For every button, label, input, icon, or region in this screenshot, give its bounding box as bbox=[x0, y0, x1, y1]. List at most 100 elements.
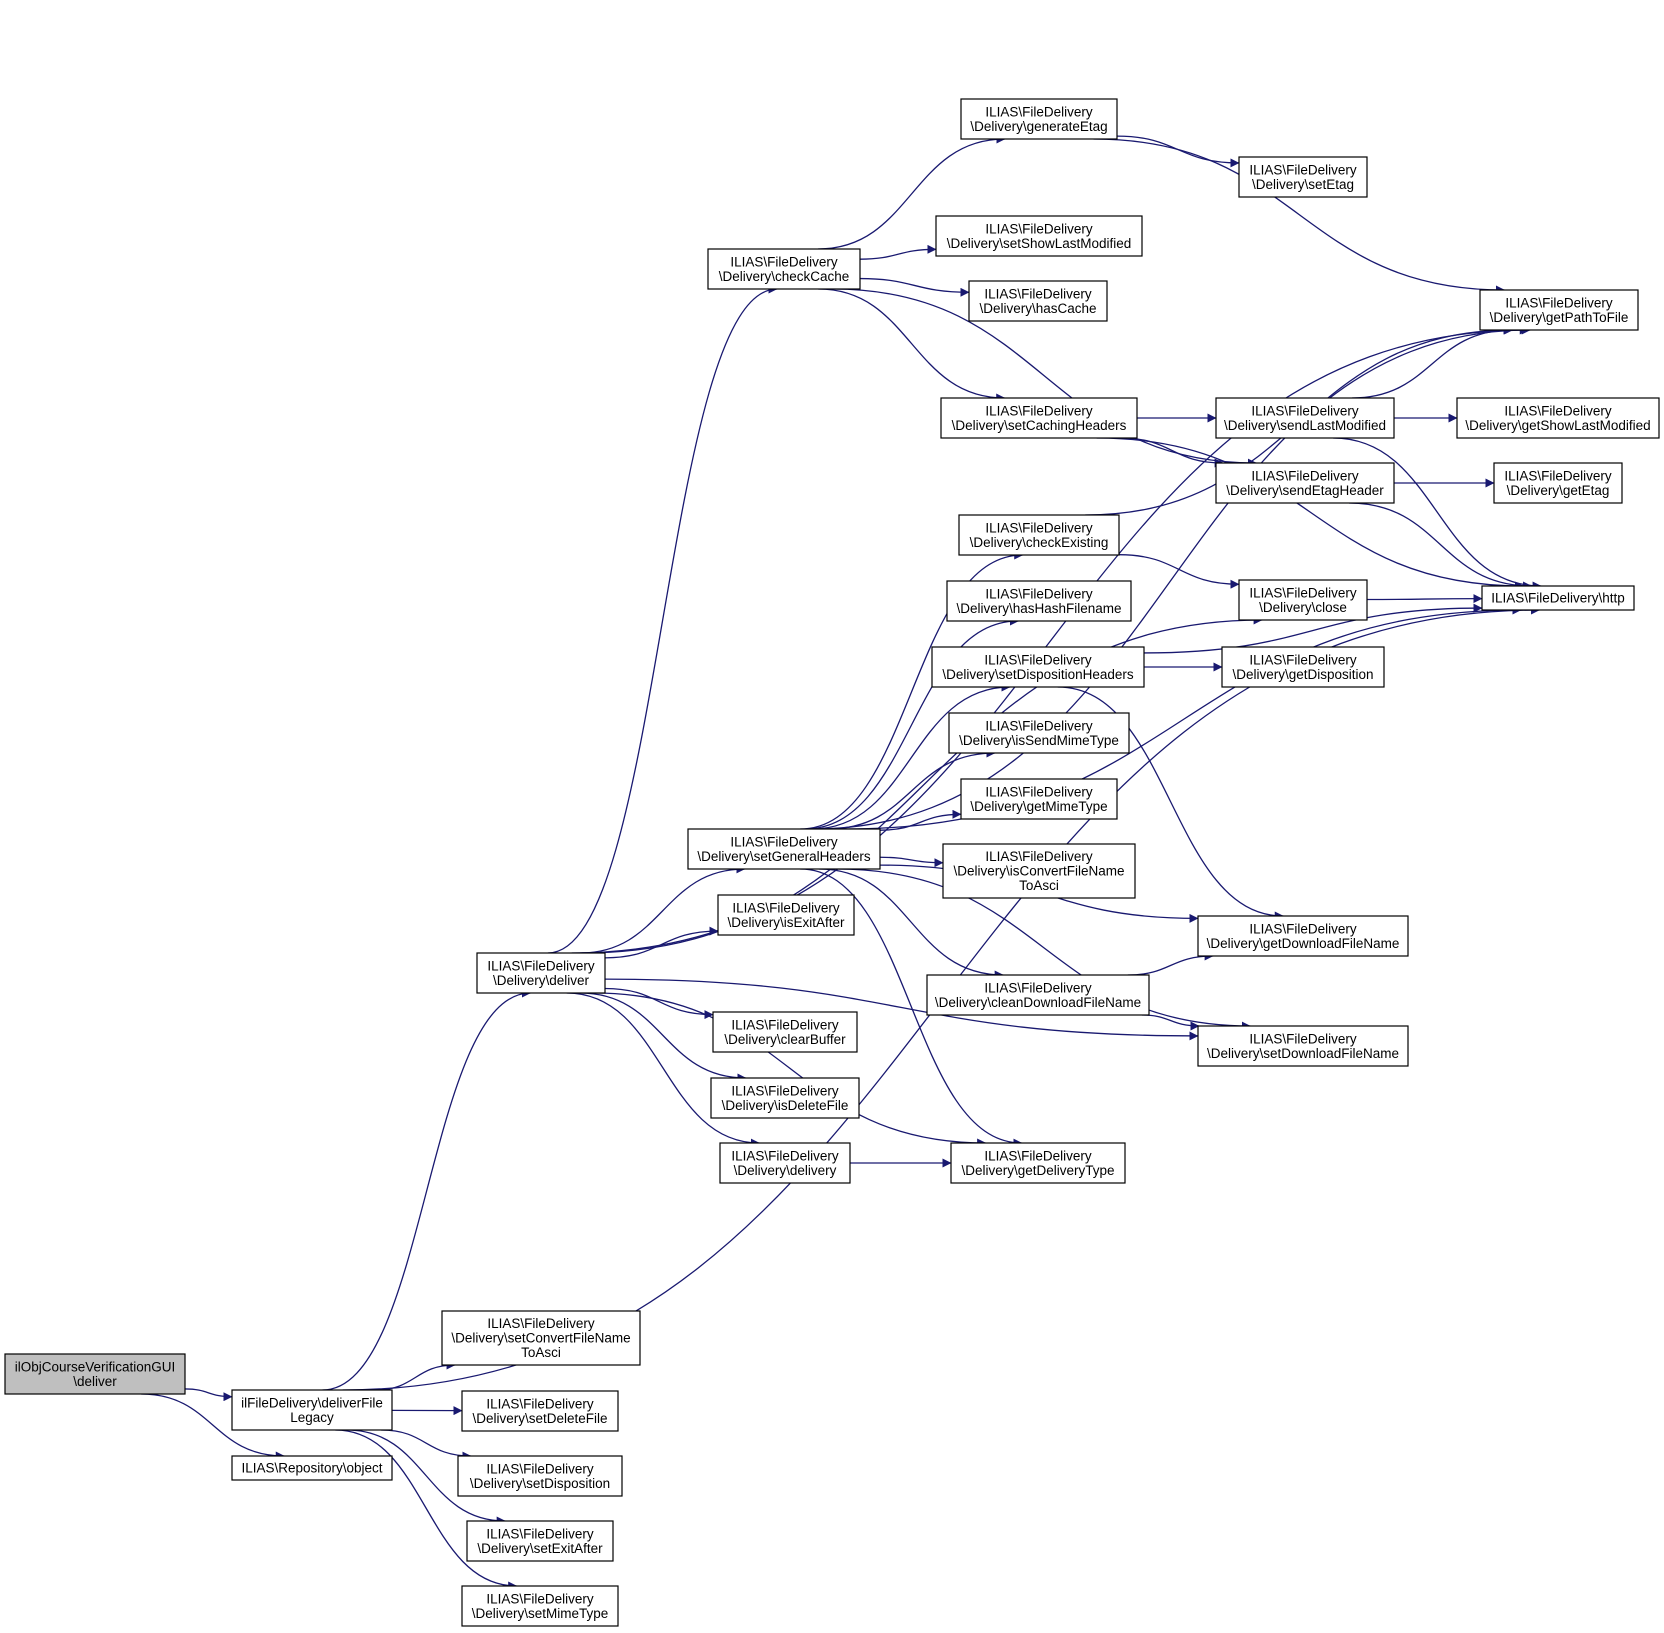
node-box bbox=[926, 974, 1150, 1016]
node-box bbox=[1479, 289, 1639, 331]
edge-deliverFileLegacy-to-setMimeType bbox=[335, 1429, 518, 1591]
node-isDeleteFile[interactable]: ILIAS\FileDelivery\Delivery\isDeleteFile bbox=[710, 1077, 860, 1119]
node-label-line: \Delivery\getShowLastModified bbox=[1465, 418, 1650, 433]
node-box bbox=[958, 514, 1120, 556]
node-delivery[interactable]: ILIAS\FileDelivery\Delivery\delivery bbox=[719, 1142, 851, 1184]
node-setGeneralHeaders[interactable]: ILIAS\FileDelivery\Delivery\setGeneralHe… bbox=[687, 828, 881, 870]
edge-checkExisting-to-close bbox=[1118, 554, 1240, 589]
node-sendLastModified[interactable]: ILIAS\FileDelivery\Delivery\sendLastModi… bbox=[1215, 397, 1395, 439]
node-box bbox=[1215, 397, 1395, 439]
node-box bbox=[1215, 462, 1395, 504]
edge-sendLastModified-to-http bbox=[1333, 437, 1542, 591]
edge-root-to-deliverFileLegacy bbox=[184, 1388, 233, 1402]
node-setDispositionHeaders[interactable]: ILIAS\FileDelivery\Delivery\setDispositi… bbox=[931, 646, 1145, 688]
edge-setGeneralHeaders-to-isSendMimeType bbox=[827, 748, 996, 830]
node-setDownloadFileName[interactable]: ILIAS\FileDelivery\Delivery\setDownloadF… bbox=[1197, 1025, 1409, 1067]
node-label-line: \Delivery\isExitAfter bbox=[727, 915, 845, 930]
node-generateEtag[interactable]: ILIAS\FileDelivery\Delivery\generateEtag bbox=[960, 98, 1118, 140]
node-label-line: ILIAS\FileDelivery bbox=[1249, 652, 1357, 667]
node-box bbox=[1197, 915, 1409, 957]
edge-checkCache-to-setShowLastModified bbox=[859, 244, 937, 260]
node-label-line: ILIAS\FileDelivery bbox=[984, 652, 1092, 667]
node-label-line: \Delivery\setConvertFileName bbox=[451, 1331, 630, 1346]
node-hasCache[interactable]: ILIAS\FileDelivery\Delivery\hasCache bbox=[968, 280, 1108, 322]
node-setShowLastModified[interactable]: ILIAS\FileDelivery\Delivery\setShowLastM… bbox=[935, 215, 1143, 257]
edge-deliverFileLegacy-to-setDisposition bbox=[381, 1429, 472, 1461]
node-label-line: ToAsci bbox=[1019, 878, 1059, 893]
edge-deliver-to-getDeliveryType bbox=[593, 992, 987, 1148]
node-sendEtagHeader[interactable]: ILIAS\FileDelivery\Delivery\sendEtagHead… bbox=[1215, 462, 1395, 504]
edge-checkCache-to-setCachingHeaders bbox=[818, 288, 1006, 403]
node-repositoryObject[interactable]: ILIAS\Repository\object bbox=[231, 1455, 393, 1481]
node-box bbox=[931, 646, 1145, 688]
node-isExitAfter[interactable]: ILIAS\FileDelivery\Delivery\isExitAfter bbox=[717, 894, 855, 936]
node-label-line: ILIAS\FileDelivery bbox=[985, 104, 1093, 119]
node-getShowLastModified[interactable]: ILIAS\FileDelivery\Delivery\getShowLastM… bbox=[1456, 397, 1660, 439]
node-label-line: \Delivery\sendLastModified bbox=[1224, 418, 1386, 433]
node-setMimeType[interactable]: ILIAS\FileDelivery\Delivery\setMimeType bbox=[461, 1585, 619, 1627]
node-setDeleteFile[interactable]: ILIAS\FileDelivery\Delivery\setDeleteFil… bbox=[461, 1390, 619, 1432]
edge-checkCache-to-hasCache bbox=[859, 277, 970, 297]
node-clearBuffer[interactable]: ILIAS\FileDelivery\Delivery\clearBuffer bbox=[712, 1011, 858, 1053]
node-setEtag[interactable]: ILIAS\FileDelivery\Delivery\setEtag bbox=[1238, 156, 1368, 198]
node-label-line: ILIAS\FileDelivery bbox=[985, 849, 1093, 864]
node-label-line: \Delivery\setGeneralHeaders bbox=[697, 849, 871, 864]
node-setExitAfter[interactable]: ILIAS\FileDelivery\Delivery\setExitAfter bbox=[466, 1520, 614, 1562]
node-label-line: \Delivery\getEtag bbox=[1507, 483, 1610, 498]
node-label-line: \Delivery\clearBuffer bbox=[724, 1032, 846, 1047]
edge-setGeneralHeaders-to-cleanDownloadFileName bbox=[818, 868, 1004, 980]
node-getPathToFile[interactable]: ILIAS\FileDelivery\Delivery\getPathToFil… bbox=[1479, 289, 1639, 331]
node-label-line: ILIAS\FileDelivery bbox=[984, 1148, 1092, 1163]
node-box bbox=[940, 397, 1138, 439]
edge-setDispositionHeaders-to-http bbox=[1143, 603, 1483, 654]
node-http[interactable]: ILIAS\FileDelivery\http bbox=[1481, 585, 1635, 611]
node-label-line: ILIAS\FileDelivery bbox=[731, 1083, 839, 1098]
node-deliver[interactable]: ILIAS\FileDelivery\Delivery\deliver bbox=[476, 952, 606, 994]
node-getDeliveryType[interactable]: ILIAS\FileDelivery\Delivery\getDeliveryT… bbox=[950, 1142, 1126, 1184]
node-label-line: ILIAS\FileDelivery bbox=[730, 254, 838, 269]
node-box bbox=[712, 1011, 858, 1053]
node-setDisposition[interactable]: ILIAS\FileDelivery\Delivery\setDispositi… bbox=[457, 1455, 623, 1497]
node-box bbox=[461, 1390, 619, 1432]
node-label-line: \Delivery\generateEtag bbox=[970, 119, 1107, 134]
node-label-line: \Delivery\checkCache bbox=[719, 269, 850, 284]
node-getDownloadFileName[interactable]: ILIAS\FileDelivery\Delivery\getDownloadF… bbox=[1197, 915, 1409, 957]
node-box bbox=[968, 280, 1108, 322]
node-cleanDownloadFileName[interactable]: ILIAS\FileDelivery\Delivery\cleanDownloa… bbox=[926, 974, 1150, 1016]
edge-deliver-to-delivery bbox=[566, 992, 760, 1148]
edge-sendEtagHeader-to-http bbox=[1348, 502, 1533, 591]
node-box bbox=[960, 98, 1118, 140]
node-box bbox=[441, 1310, 641, 1366]
edge-checkCache-to-generateEtag bbox=[817, 134, 1006, 250]
edge-deliverFileLegacy-to-deliver bbox=[322, 988, 531, 1391]
node-label-line: \Delivery\getDeliveryType bbox=[961, 1163, 1114, 1178]
node-isSendMimeType[interactable]: ILIAS\FileDelivery\Delivery\isSendMimeTy… bbox=[948, 712, 1130, 754]
node-label-line: ILIAS\FileDelivery bbox=[985, 520, 1093, 535]
node-label-line: ILIAS\FileDelivery bbox=[1251, 403, 1359, 418]
edge-setGeneralHeaders-to-setDownloadFileName bbox=[836, 868, 1251, 1031]
node-label-line: \Delivery\setShowLastModified bbox=[947, 236, 1132, 251]
node-getEtag[interactable]: ILIAS\FileDelivery\Delivery\getEtag bbox=[1493, 462, 1623, 504]
node-label-line: ilObjCourseVerificationGUI bbox=[15, 1359, 176, 1374]
node-box bbox=[946, 580, 1132, 622]
node-label-line: ILIAS\FileDelivery bbox=[487, 1316, 595, 1331]
edge-deliver-to-close bbox=[581, 615, 1263, 954]
node-label-line: ILIAS\FileDelivery bbox=[487, 958, 595, 973]
node-label-line: ILIAS\FileDelivery bbox=[985, 784, 1093, 799]
nodes-layer: ilObjCourseVerificationGUI\deliver ilFile… bbox=[4, 98, 1660, 1627]
node-getDisposition[interactable]: ILIAS\FileDelivery\Delivery\getDispositi… bbox=[1221, 646, 1385, 688]
node-hasHashFilename[interactable]: ILIAS\FileDelivery\Delivery\hasHashFilen… bbox=[946, 580, 1132, 622]
node-setCachingHeaders[interactable]: ILIAS\FileDelivery\Delivery\setCachingHe… bbox=[940, 397, 1138, 439]
node-isConvertFileNameToAsci[interactable]: ILIAS\FileDelivery\Delivery\isConvertFil… bbox=[942, 843, 1136, 899]
node-root[interactable]: ilObjCourseVerificationGUI\deliver bbox=[4, 1353, 186, 1395]
node-checkCache[interactable]: ILIAS\FileDelivery\Delivery\checkCache bbox=[707, 248, 861, 290]
node-setConvertFileNameToAsci[interactable]: ILIAS\FileDelivery\Delivery\setConvertFi… bbox=[441, 1310, 641, 1366]
node-box bbox=[457, 1455, 623, 1497]
node-getMimeType[interactable]: ILIAS\FileDelivery\Delivery\getMimeType bbox=[960, 778, 1118, 820]
node-label-line: \Delivery\cleanDownloadFileName bbox=[935, 995, 1141, 1010]
node-checkExisting[interactable]: ILIAS\FileDelivery\Delivery\checkExistin… bbox=[958, 514, 1120, 556]
node-close[interactable]: ILIAS\FileDelivery\Delivery\close bbox=[1238, 579, 1368, 621]
edge-setGeneralHeaders-to-getDeliveryType bbox=[800, 868, 1023, 1148]
node-label-line: \Delivery\getMimeType bbox=[970, 799, 1107, 814]
